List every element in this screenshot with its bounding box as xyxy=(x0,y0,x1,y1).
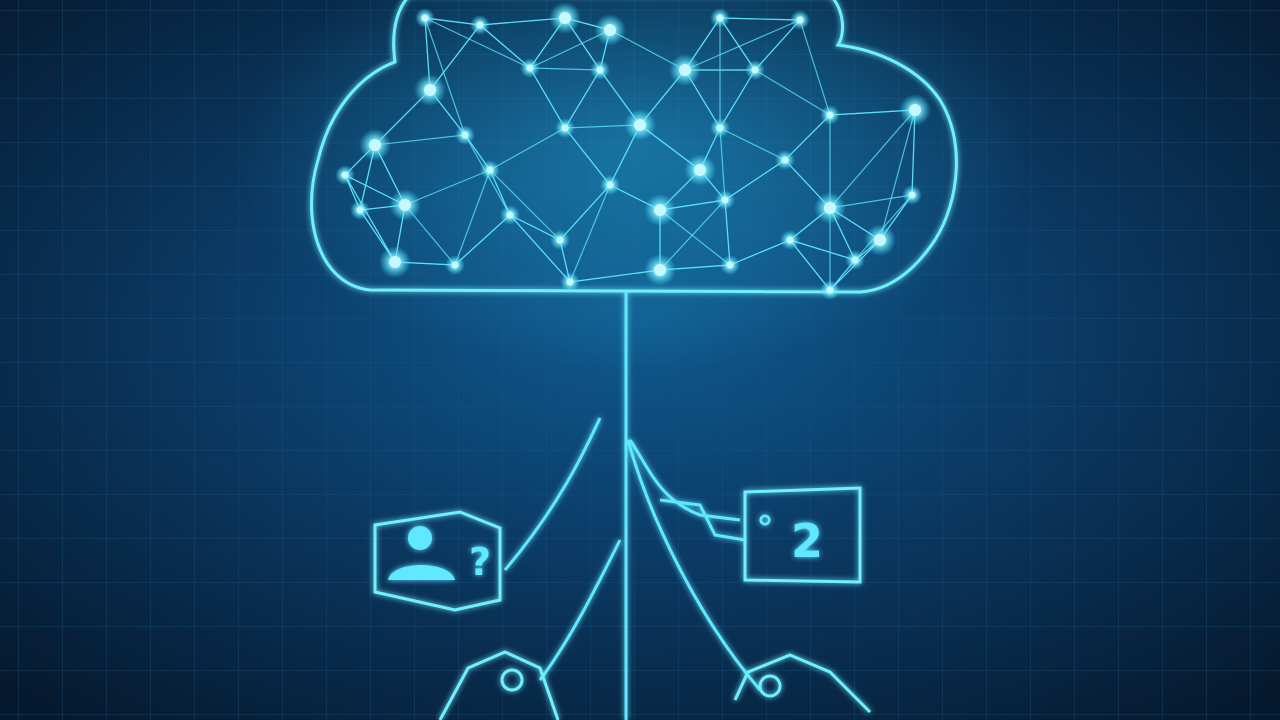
mesh-link xyxy=(799,19,831,116)
network-node xyxy=(526,64,534,72)
user-tag-frame xyxy=(373,510,502,612)
network-node xyxy=(694,164,706,176)
mesh-link xyxy=(569,184,611,283)
network-node xyxy=(506,211,514,219)
network-node xyxy=(356,206,364,214)
mesh-link xyxy=(729,239,791,266)
mesh-link xyxy=(424,17,531,69)
network-node xyxy=(824,202,836,214)
bottom-left-tag-frame xyxy=(438,650,560,720)
mesh-link xyxy=(559,184,611,241)
network-node xyxy=(654,204,666,216)
network-node xyxy=(461,131,469,139)
bottom-right-tag-hole xyxy=(758,674,782,698)
mesh-link xyxy=(509,214,571,283)
network-node xyxy=(634,119,646,131)
bottom-right-tag-frame xyxy=(733,653,872,714)
mesh-link xyxy=(424,17,466,136)
mesh-link xyxy=(344,174,396,263)
branch-right-upper xyxy=(628,439,741,522)
mesh-link xyxy=(529,67,601,71)
network-node xyxy=(716,124,724,132)
network-node xyxy=(341,171,349,179)
mesh-link xyxy=(789,239,856,261)
network-node xyxy=(679,64,691,76)
mesh-link xyxy=(719,17,756,71)
mesh-link xyxy=(784,114,831,161)
mesh-link xyxy=(719,127,726,201)
mesh-link xyxy=(724,159,786,201)
mesh-link xyxy=(789,239,831,291)
mesh-link xyxy=(829,109,916,209)
branch-right-lower xyxy=(626,439,762,691)
mesh-link xyxy=(479,24,531,69)
network-node xyxy=(874,234,886,246)
network-node xyxy=(556,236,564,244)
user-icon xyxy=(388,526,455,580)
network-node xyxy=(826,286,834,294)
mesh-link xyxy=(719,69,756,129)
network-node xyxy=(726,261,734,269)
network-node xyxy=(399,199,411,211)
network-node xyxy=(606,181,614,189)
connection-lines xyxy=(503,292,762,720)
network-node xyxy=(654,264,666,276)
network-node xyxy=(796,16,804,24)
number-tag-frame xyxy=(743,486,862,584)
number-tag xyxy=(743,486,862,584)
mesh-link xyxy=(454,214,511,266)
bottom-tags xyxy=(438,650,872,720)
network-node xyxy=(908,191,916,199)
network-node xyxy=(596,66,604,74)
user-tag-label: ? xyxy=(469,540,491,584)
bottom-left-tag-hole xyxy=(500,668,524,692)
mesh-link xyxy=(724,199,731,266)
network-node xyxy=(781,156,789,164)
network-node xyxy=(476,21,484,29)
mesh-link xyxy=(564,69,601,129)
network-node xyxy=(561,124,569,132)
network-node xyxy=(486,166,494,174)
mesh-link xyxy=(564,127,611,186)
mesh-link xyxy=(489,169,561,241)
network-node xyxy=(389,256,401,268)
mesh-link xyxy=(529,67,566,129)
mesh-link xyxy=(879,109,916,241)
network-node xyxy=(424,84,436,96)
number-tag-prefix: ° xyxy=(757,509,774,549)
network-node xyxy=(751,66,759,74)
branch-right-mid xyxy=(659,498,746,542)
network-node xyxy=(721,196,729,204)
network-node xyxy=(909,104,921,116)
network-node xyxy=(559,12,571,24)
network-nodes xyxy=(335,2,931,300)
mesh-link xyxy=(754,19,801,71)
network-node xyxy=(604,24,616,36)
mesh-link xyxy=(754,69,831,116)
mesh-link xyxy=(454,169,491,266)
number-tag-label: 2 xyxy=(791,514,823,568)
network-node xyxy=(851,256,859,264)
network-node xyxy=(826,111,834,119)
mesh-link xyxy=(684,19,801,71)
cloud-outline xyxy=(310,0,958,294)
branch-left-upper xyxy=(503,417,602,571)
branch-left-lower xyxy=(538,539,622,681)
mesh-link xyxy=(489,127,566,171)
mesh-link xyxy=(719,17,801,21)
network-node xyxy=(451,261,459,269)
network-node xyxy=(369,139,381,151)
network-node xyxy=(421,14,429,22)
network-node xyxy=(786,236,794,244)
mesh-link xyxy=(719,127,786,161)
user-tag xyxy=(373,510,502,612)
network-node xyxy=(566,278,574,286)
network-node xyxy=(716,14,724,22)
